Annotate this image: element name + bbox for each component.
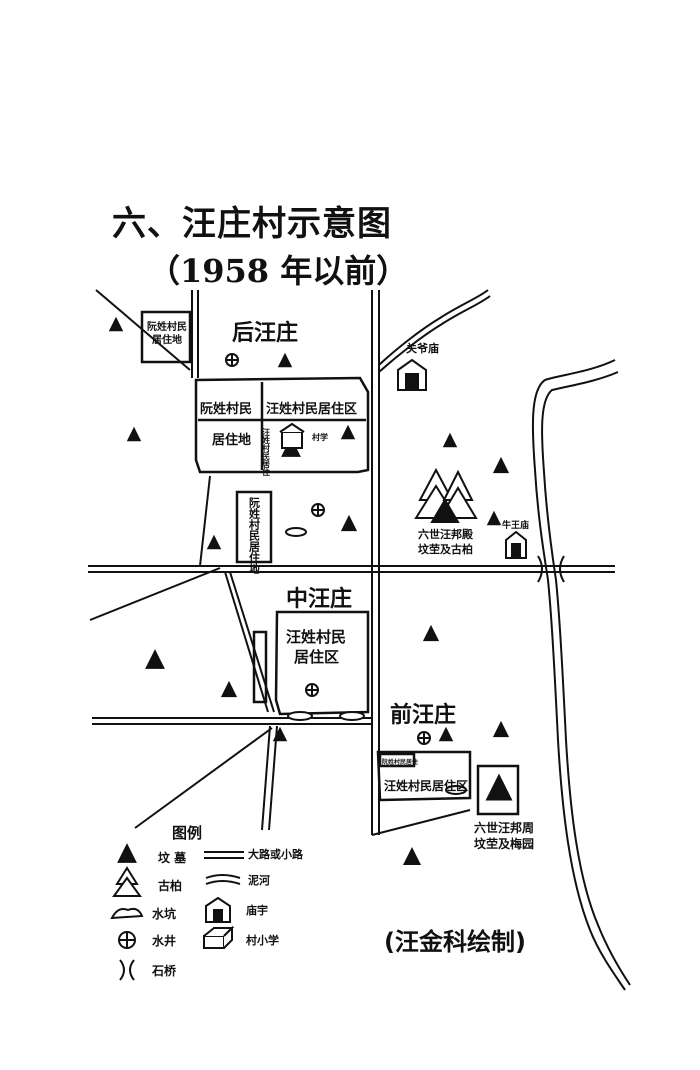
label-wang-middle-2: 居住区 xyxy=(294,648,339,666)
road-south-east xyxy=(371,809,471,836)
tomb-marker xyxy=(403,847,421,865)
water-pits xyxy=(285,527,467,795)
tomb-marker xyxy=(340,514,358,532)
legend-temple: 庙宇 xyxy=(246,903,268,917)
legend-river-icon xyxy=(205,874,241,885)
pit-icon xyxy=(285,527,307,537)
label-ruan-block-a: 阮姓村民 xyxy=(200,401,252,417)
pit-icon xyxy=(339,711,365,721)
well-icon xyxy=(417,731,431,745)
legend-road-icon xyxy=(204,851,244,859)
river xyxy=(531,359,631,991)
legend-well: 水井 xyxy=(152,933,176,948)
tomb-marker xyxy=(108,316,124,332)
legend: 图例 坟 墓 古柏 水坑 水井 石桥 大路或小路 泥河 xyxy=(110,824,304,981)
wells xyxy=(225,353,431,745)
label-ruan-vertical: 阮姓村民居住地 xyxy=(248,496,261,574)
temple-icon xyxy=(505,530,527,559)
label-south-small-box: 阮姓村民居住 xyxy=(382,758,418,766)
label-small-vertical: 汪姓村民居住 xyxy=(262,427,271,477)
legend-river: 泥河 xyxy=(248,873,270,887)
road-network xyxy=(88,289,615,836)
well-icon xyxy=(225,353,239,367)
label-ruan-nw-2: 居住地 xyxy=(152,333,182,346)
road-middle-diagonal xyxy=(224,571,269,713)
label-guandi-temple: 关爷庙 xyxy=(406,341,439,355)
label-ruan-block-b: 居住地 xyxy=(212,432,251,448)
road-middle-west xyxy=(199,475,211,567)
label-hou-wangzhuang: 后汪庄 xyxy=(232,320,298,346)
cypress-group xyxy=(414,467,478,523)
road-west-diagonal xyxy=(89,567,221,621)
legend-bridge-icon xyxy=(119,959,135,981)
map-credit: (汪金科绘制) xyxy=(384,928,526,956)
tomb-marker xyxy=(442,432,458,448)
tomb-marker xyxy=(492,456,510,474)
tomb-marker xyxy=(485,773,513,801)
label-tomb-garden-1: 六世汪邦周 xyxy=(474,820,534,835)
village-outlines xyxy=(140,310,520,816)
legend-temple-icon xyxy=(205,896,231,923)
legend-grave: 坟 墓 xyxy=(158,850,187,865)
tomb-marker xyxy=(486,510,502,526)
legend-pit-icon xyxy=(110,907,144,920)
label-wang-block-north: 汪姓村民居住区 xyxy=(266,401,357,417)
tomb-marker xyxy=(272,726,288,742)
label-zhong-wangzhuang: 中汪庄 xyxy=(286,586,352,612)
label-tomb-cypress-2: 坟茔及古柏 xyxy=(418,542,473,556)
stone-bridge xyxy=(537,555,565,583)
label-wang-middle-1: 汪姓村民 xyxy=(286,628,346,646)
label-qian-wangzhuang: 前汪庄 xyxy=(390,702,456,728)
road-south-vertical xyxy=(261,725,271,831)
legend-heading: 图例 xyxy=(172,824,202,842)
legend-well-icon xyxy=(118,931,136,949)
label-ruan-nw-1: 阮姓村民 xyxy=(147,320,187,333)
tomb-marker xyxy=(277,352,293,368)
tomb-marker xyxy=(438,726,454,742)
temples xyxy=(397,358,527,559)
school-icon xyxy=(279,422,305,449)
label-tomb-cypress-1: 六世汪邦殿 xyxy=(418,527,474,541)
map-title: 六、汪庄村示意图 xyxy=(112,204,392,244)
legend-bridge: 石桥 xyxy=(151,963,177,978)
temple-icon xyxy=(397,358,427,391)
legend-road: 大路或小路 xyxy=(248,847,304,861)
legend-school-icon xyxy=(203,925,235,949)
legend-cypress-icon xyxy=(112,866,142,897)
well-icon xyxy=(311,503,325,517)
pit-icon xyxy=(287,711,313,721)
road-ne-diagonal xyxy=(378,289,489,366)
well-icon xyxy=(305,683,319,697)
tomb-marker xyxy=(145,649,165,669)
pit-icon xyxy=(445,785,467,795)
label-wang-south: 汪姓村民居住区 xyxy=(384,778,468,793)
legend-school: 村小学 xyxy=(246,933,279,947)
map-subtitle: （1958 年以前） xyxy=(148,252,409,290)
label-school-small: 村学 xyxy=(312,432,328,442)
tomb-marker xyxy=(220,680,238,698)
legend-cypress: 古柏 xyxy=(158,878,182,893)
tomb-marker xyxy=(492,720,510,738)
tomb-marker xyxy=(422,624,440,642)
road-sw-diagonal xyxy=(134,727,273,829)
label-niuwang-temple: 牛王庙 xyxy=(502,519,529,531)
tomb-marker xyxy=(340,424,356,440)
label-tomb-garden-2: 坟茔及梅园 xyxy=(474,836,534,851)
legend-grave-icon xyxy=(117,843,137,863)
legend-pit: 水坑 xyxy=(152,906,176,921)
tomb-marker xyxy=(206,534,222,550)
tomb-marker xyxy=(126,426,142,442)
